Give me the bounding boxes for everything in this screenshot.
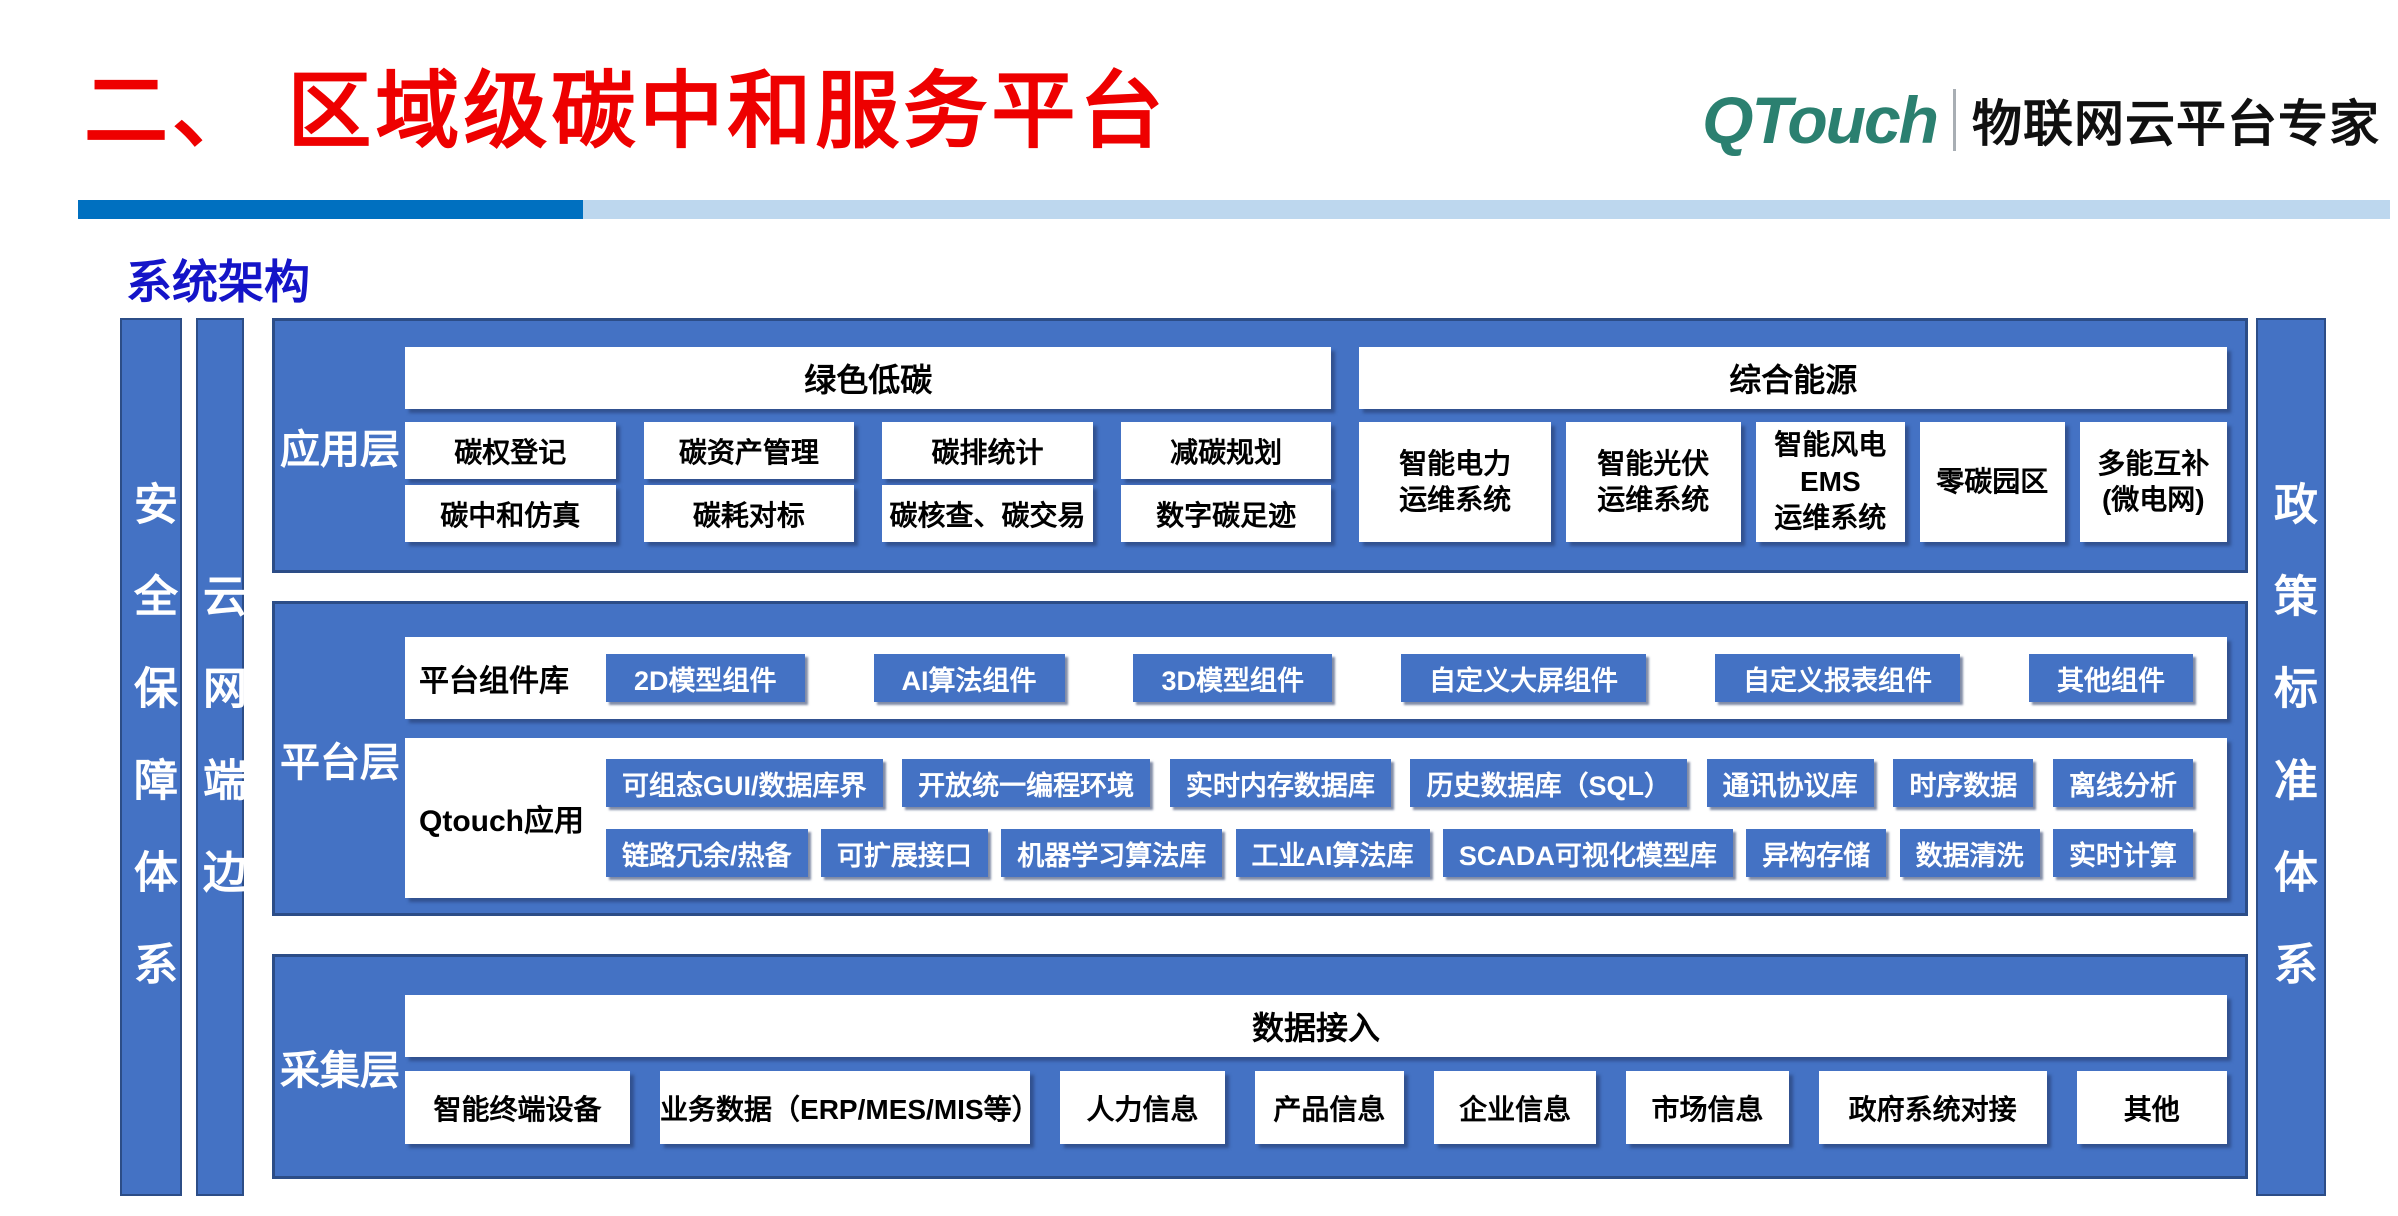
app-box: 数字碳足迹 bbox=[1120, 485, 1332, 542]
qtouch-chip-row-1: 可组态GUI/数据库界 开放统一编程环境 实时内存数据库 历史数据库（SQL） … bbox=[594, 759, 2227, 807]
green-low-carbon-grid: 碳权登记 碳资产管理 碳排统计 减碳规划 碳中和仿真 碳耗对标 碳核查、碳交易 … bbox=[405, 422, 1332, 570]
data-source-box: 业务数据（ERP/MES/MIS等） bbox=[660, 1071, 1040, 1144]
qtouch-chip-rows: 可组态GUI/数据库界 开放统一编程环境 实时内存数据库 历史数据库（SQL） … bbox=[594, 759, 2227, 877]
collection-layer-label: 采集层 bbox=[280, 1048, 400, 1093]
energy-box: 零碳园区 bbox=[1920, 422, 2065, 542]
data-source-box: 政府系统对接 bbox=[1818, 1071, 2047, 1144]
platform-layer-label: 平台层 bbox=[280, 740, 400, 785]
component-chip-row: 2D模型组件 AI算法组件 3D模型组件 自定义大屏组件 自定义报表组件 其他组… bbox=[594, 654, 2227, 702]
qtouch-chip: 通讯协议库 bbox=[1706, 759, 1874, 807]
section-label: 系统架构 bbox=[126, 256, 310, 308]
energy-box: 多能互补 (微电网) bbox=[2079, 422, 2227, 542]
qtouch-chip-row-2: 链路冗余/热备 可扩展接口 机器学习算法库 工业AI算法库 SCADA可视化模型… bbox=[594, 829, 2227, 877]
energy-box: 智能光伏 运维系统 bbox=[1565, 422, 1741, 542]
qtouch-app-label: Qtouch应用 bbox=[419, 805, 584, 838]
collection-layer-content: 数据接入 智能终端设备 业务数据（ERP/MES/MIS等） 人力信息 产品信息… bbox=[405, 957, 2245, 1176]
app-box: 碳核查、碳交易 bbox=[882, 485, 1093, 542]
qtouch-chip: 实时计算 bbox=[2052, 829, 2193, 877]
data-source-box: 人力信息 bbox=[1060, 1071, 1225, 1144]
app-box: 减碳规划 bbox=[1120, 422, 1332, 479]
integrated-energy-header: 综合能源 bbox=[1359, 347, 2227, 409]
pillar-security-system: 安全保障体系 bbox=[120, 318, 182, 1196]
qtouch-chip: 机器学习算法库 bbox=[1001, 829, 1223, 877]
logo: QTouch 物联网云平台专家 bbox=[1702, 82, 2380, 158]
qtouch-chip: 可扩展接口 bbox=[820, 829, 988, 877]
qtouch-chip: 链路冗余/热备 bbox=[606, 829, 808, 877]
pillar-cloud-network-edge: 云网端边 bbox=[196, 318, 245, 1196]
app-box: 碳排统计 bbox=[882, 422, 1093, 479]
qtouch-chip: 工业AI算法库 bbox=[1235, 829, 1430, 877]
platform-layer: 平台层 平台组件库 2D模型组件 AI算法组件 3D模型组件 自定义大屏组件 自… bbox=[272, 601, 2248, 916]
green-low-carbon-group: 绿色低碳 碳权登记 碳资产管理 碳排统计 减碳规划 碳中和仿真 碳耗对标 碳核查… bbox=[405, 347, 1332, 570]
component-chip: 其他组件 bbox=[2028, 654, 2193, 702]
data-source-box: 其他 bbox=[2076, 1071, 2227, 1144]
layers-column: 应用层 绿色低碳 碳权登记 碳资产管理 碳排统计 减碳规划 碳中和仿真 碳耗对标… bbox=[272, 318, 2248, 1196]
data-source-row: 智能终端设备 业务数据（ERP/MES/MIS等） 人力信息 产品信息 企业信息… bbox=[405, 1071, 2227, 1176]
qtouch-chip: 历史数据库（SQL） bbox=[1410, 759, 1687, 807]
component-chip: 自定义报表组件 bbox=[1714, 654, 1960, 702]
qtouch-chip: 数据清洗 bbox=[1899, 829, 2040, 877]
qtouch-chip: 开放统一编程环境 bbox=[902, 759, 1151, 807]
app-box: 碳资产管理 bbox=[643, 422, 855, 479]
page-title: 二、 区域级碳中和服务平台 bbox=[84, 64, 1168, 158]
title-underline-accent bbox=[78, 200, 583, 219]
data-source-box: 市场信息 bbox=[1626, 1071, 1789, 1144]
qtouch-chip: 时序数据 bbox=[1893, 759, 2034, 807]
qtouch-chip: 可组态GUI/数据库界 bbox=[606, 759, 883, 807]
qtouch-chip: 异构存储 bbox=[1746, 829, 1887, 877]
app-box: 碳权登记 bbox=[405, 422, 616, 479]
integrated-energy-row: 智能电力 运维系统 智能光伏 运维系统 智能风电 EMS 运维系统 零碳园区 多… bbox=[1359, 422, 2227, 570]
energy-box: 智能电力 运维系统 bbox=[1359, 422, 1551, 542]
logo-divider bbox=[1953, 89, 1956, 151]
data-source-box: 企业信息 bbox=[1434, 1071, 1597, 1144]
data-access-header: 数据接入 bbox=[405, 995, 2227, 1057]
pillar-policy-standards: 政策标准体系 bbox=[2256, 318, 2326, 1196]
architecture-diagram: 安全保障体系 云网端边 应用层 绿色低碳 碳权登记 碳资产管理 碳排统计 减碳规… bbox=[120, 318, 2326, 1196]
component-chip: 2D模型组件 bbox=[606, 654, 805, 702]
data-source-box: 智能终端设备 bbox=[405, 1071, 631, 1144]
qtouch-logo: QTouch bbox=[1702, 83, 1939, 157]
title-underline bbox=[78, 200, 2390, 219]
component-chip: 3D模型组件 bbox=[1133, 654, 1332, 702]
integrated-energy-group: 综合能源 智能电力 运维系统 智能光伏 运维系统 智能风电 EMS 运维系统 零… bbox=[1359, 347, 2227, 570]
platform-layer-content: 平台组件库 2D模型组件 AI算法组件 3D模型组件 自定义大屏组件 自定义报表… bbox=[405, 604, 2245, 913]
green-low-carbon-header: 绿色低碳 bbox=[405, 347, 1332, 409]
qtouch-chip: 实时内存数据库 bbox=[1169, 759, 1391, 807]
component-library-panel: 平台组件库 2D模型组件 AI算法组件 3D模型组件 自定义大屏组件 自定义报表… bbox=[405, 637, 2227, 719]
data-source-box: 产品信息 bbox=[1254, 1071, 1405, 1144]
collection-layer: 采集层 数据接入 智能终端设备 业务数据（ERP/MES/MIS等） 人力信息 … bbox=[272, 954, 2248, 1179]
app-box: 碳中和仿真 bbox=[405, 485, 616, 542]
qtouch-chip: SCADA可视化模型库 bbox=[1442, 829, 1733, 877]
logo-tagline: 物联网云平台专家 bbox=[1972, 96, 2380, 152]
qtouch-chip: 离线分析 bbox=[2052, 759, 2193, 807]
application-layer: 应用层 绿色低碳 碳权登记 碳资产管理 碳排统计 减碳规划 碳中和仿真 碳耗对标… bbox=[272, 318, 2248, 573]
component-chip: AI算法组件 bbox=[873, 654, 1065, 702]
component-library-label: 平台组件库 bbox=[419, 665, 569, 698]
component-chip: 自定义大屏组件 bbox=[1400, 654, 1646, 702]
energy-box: 智能风电 EMS 运维系统 bbox=[1755, 422, 1906, 542]
app-box: 碳耗对标 bbox=[643, 485, 855, 542]
application-layer-content: 绿色低碳 碳权登记 碳资产管理 碳排统计 减碳规划 碳中和仿真 碳耗对标 碳核查… bbox=[405, 321, 2245, 570]
application-layer-label: 应用层 bbox=[280, 427, 400, 472]
qtouch-app-panel: Qtouch应用 可组态GUI/数据库界 开放统一编程环境 实时内存数据库 历史… bbox=[405, 738, 2227, 898]
